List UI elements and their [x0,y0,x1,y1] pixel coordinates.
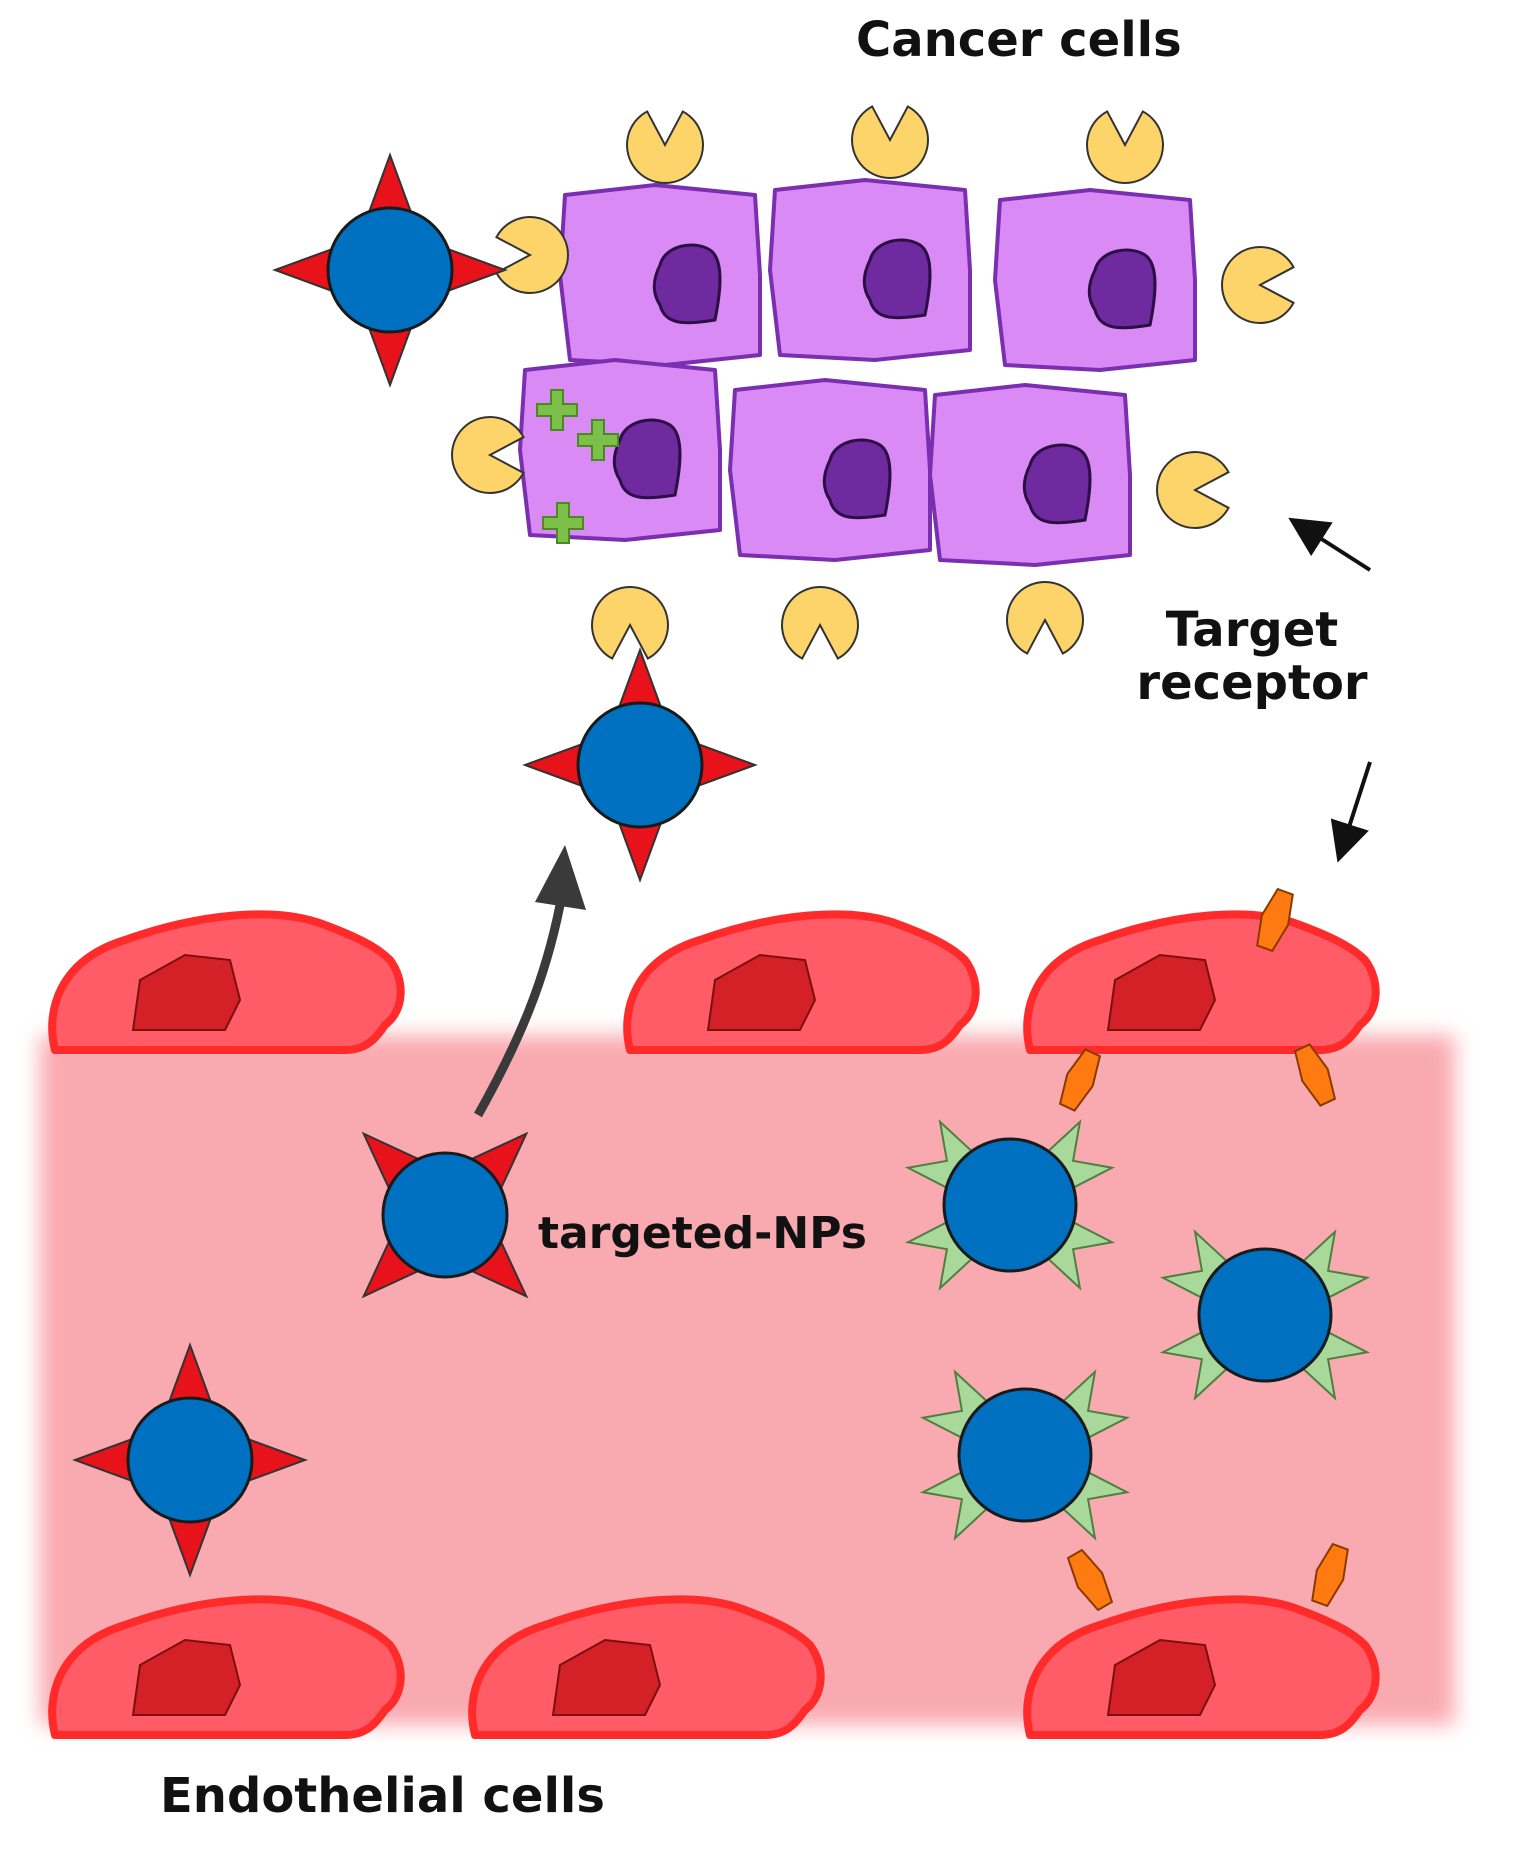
orange-receptor-shape [1058,1048,1102,1112]
cancer-cell [518,358,722,542]
yellow-receptor-shape [1156,451,1230,529]
red-ligand [366,324,414,388]
targeted-nps-label: targeted-NPs [538,1208,867,1259]
yellow-receptor-shape [495,216,569,294]
cancer-cells-label: Cancer cells [856,12,1182,68]
nanoparticle-core [957,1387,1093,1523]
yellow-receptor-shape [626,110,704,184]
target-receptor-yellow [495,216,569,294]
endothelial-nucleus [131,953,242,1031]
endothelial-cell [1023,1595,1380,1739]
plus-shape [542,502,584,544]
endothelial-nucleus [706,953,817,1031]
orange-receptor-shape [1311,1542,1349,1608]
nanoparticle-core [942,1137,1078,1273]
red-ligand [694,741,758,789]
target-receptor-arrow-upper [1288,517,1372,572]
cancer-nucleus [612,418,682,500]
plus-shape [577,419,619,461]
nanoparticle-core [1197,1247,1333,1383]
red-ligand [272,246,336,294]
cancer-nucleus [822,438,892,520]
endothelial-cell [623,910,980,1054]
nontargeted-nanoparticle [1159,1229,1371,1401]
targeted-nanoparticle [272,152,508,388]
target-receptor-yellow [1086,110,1164,184]
nontargeted-nanoparticle [919,1369,1131,1541]
red-ligand [366,152,414,216]
nanoparticle-core [576,701,704,829]
endothelial-nucleus [1106,1638,1217,1716]
red-ligand [444,246,508,294]
plus-sign [577,419,619,461]
target-receptor-label-line1: Target [1165,602,1339,658]
red-ligand [616,647,664,711]
plus-sign [536,389,578,431]
endothelial-nucleus [1106,953,1217,1031]
nanoparticle-layer [72,152,1371,1578]
targeted-nanoparticle [522,647,758,883]
endothelial-layer [48,887,1380,1739]
target-receptor-orange [1311,1542,1349,1608]
yellow-receptor-shape [781,586,859,660]
endothelial-cell [1023,910,1380,1054]
nanoparticle-core [126,1396,254,1524]
target-receptor-label: Target receptor [1107,604,1397,710]
nanoparticle-core [326,206,454,334]
cancer-nucleus [1087,248,1157,330]
endothelial-cell [468,1595,825,1739]
targeted-nanoparticle [361,1131,529,1299]
endothelial-cells-label: Endothelial cells [160,1768,605,1824]
yellow-receptor-shape [591,586,669,660]
nanoparticle-core [381,1151,509,1279]
cancer-cell [558,183,762,367]
cancer-nucleus [862,238,932,320]
red-ligand [616,819,664,883]
target-receptor-yellow [1221,246,1295,324]
cancer-cell-cluster [451,105,1295,660]
endothelial-nucleus [131,1638,242,1716]
yellow-receptor-shape [1006,581,1084,655]
target-receptor-yellow [1006,581,1084,655]
endothelial-cell [48,910,405,1054]
orange-receptor-shape [1293,1043,1337,1107]
yellow-receptor-shape [1086,110,1164,184]
orange-receptor-shape [1256,887,1294,953]
plus-sign [542,502,584,544]
plus-shape [536,389,578,431]
target-receptor-yellow [851,105,929,179]
orange-receptor-shape [1066,1548,1114,1612]
cancer-nucleus [1022,443,1092,525]
target-receptor-yellow [626,110,704,184]
cancer-cell [993,188,1197,372]
targeted-nanoparticle [72,1342,308,1578]
extravasation-arrowhead [535,845,586,910]
target-receptor-orange [1256,887,1294,953]
target-receptor-yellow [781,586,859,660]
extravasation-arrow [474,904,565,1118]
endothelial-cell [48,1595,405,1739]
yellow-receptor-shape [851,105,929,179]
nontargeted-nanoparticle [904,1119,1116,1291]
target-receptor-orange [1058,1048,1102,1112]
endothelial-nucleus [551,1638,662,1716]
cancer-cell [728,378,932,562]
cancer-cell [928,383,1132,567]
target-receptor-yellow [451,416,525,494]
red-ligand [522,741,586,789]
yellow-receptor-shape [1221,246,1295,324]
target-receptor-label-line2: receptor [1136,654,1368,711]
target-receptor-yellow [1156,451,1230,529]
yellow-receptor-shape [451,416,525,494]
cancer-nucleus [652,243,722,325]
target-receptor-orange [1293,1043,1337,1107]
target-receptor-orange [1066,1548,1114,1612]
target-receptor-yellow [591,586,669,660]
cancer-cell [768,178,972,362]
target-receptor-arrow-lower [1330,761,1372,863]
